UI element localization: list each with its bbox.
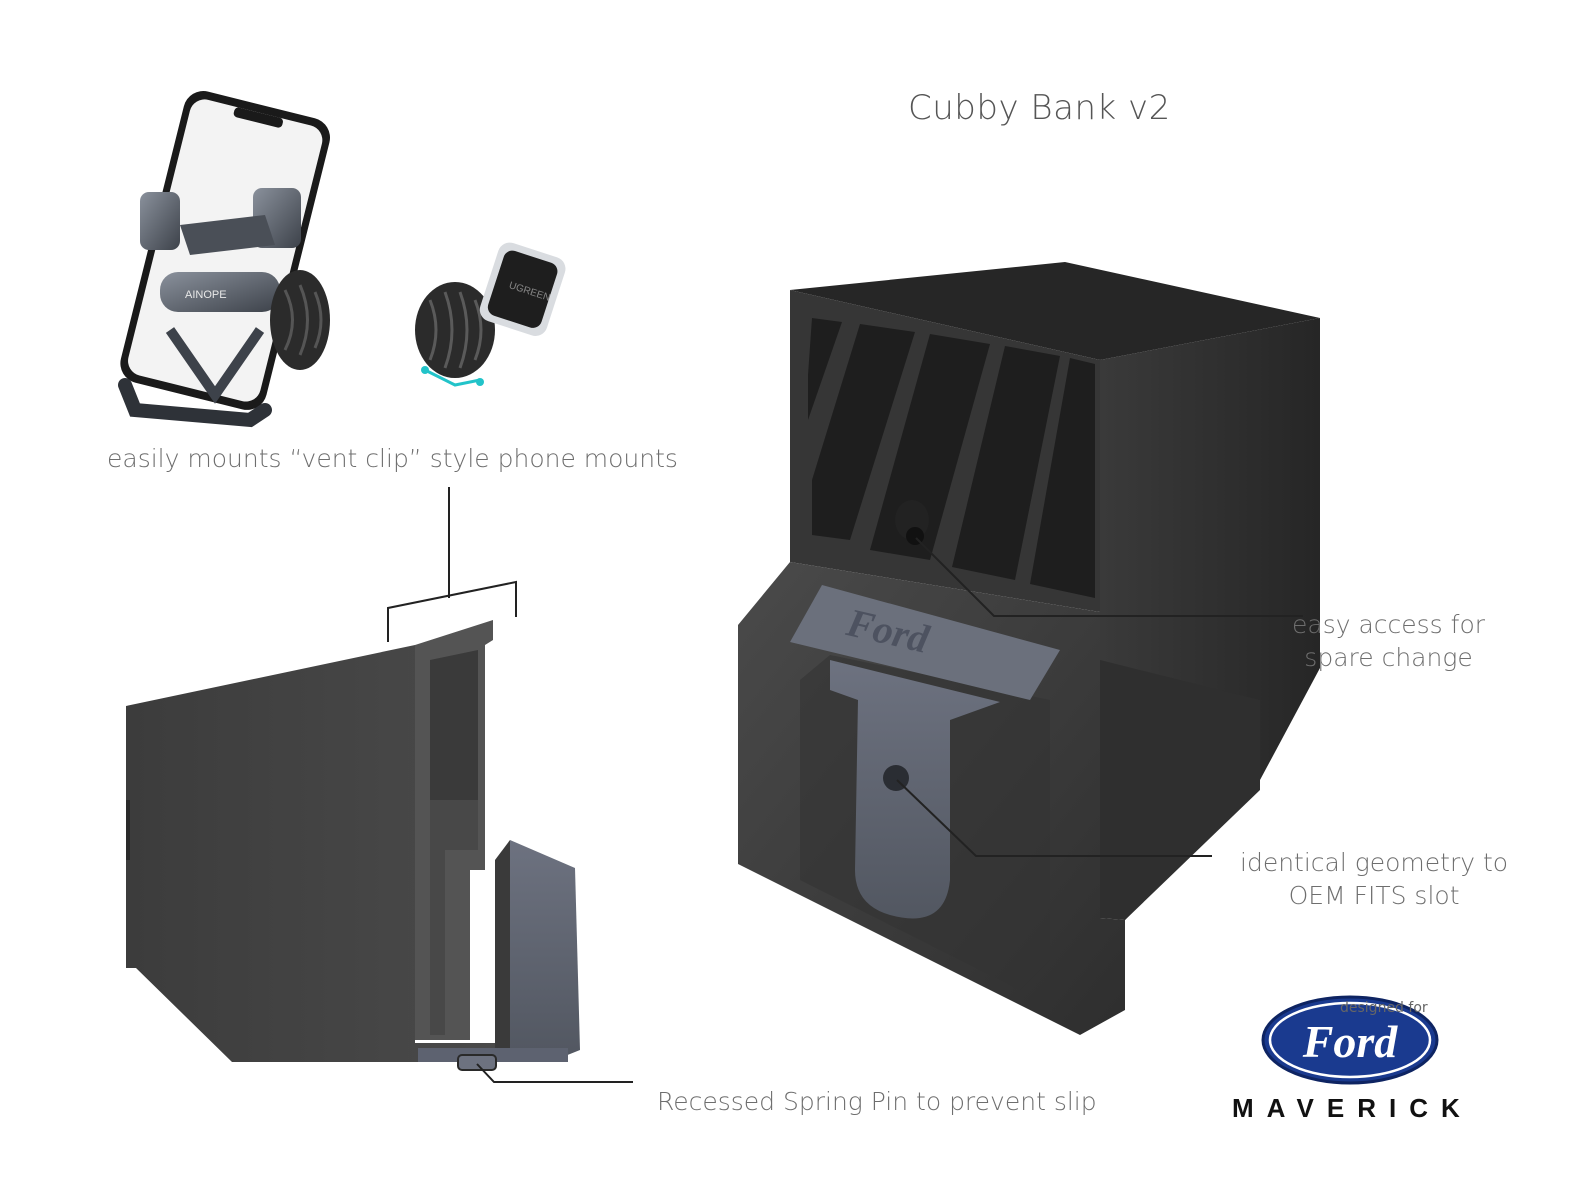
spare-change-line-1: easy access for [1292, 610, 1486, 639]
magnetic-phone-mount-image: UGREEN [415, 242, 566, 387]
spring-pin-caption: Recessed Spring Pin to prevent slip [657, 1087, 1097, 1116]
vent-clip-caption: easily mounts “vent clip” style phone mo… [107, 444, 678, 473]
spare-change-line-2: spare change [1304, 643, 1473, 672]
vent-clip-leader-line [387, 487, 517, 642]
ford-logo: Ford [1261, 995, 1439, 1085]
page-title: Cubby Bank v2 [908, 88, 1171, 128]
maverick-wordmark: MAVERICK [1232, 1093, 1473, 1123]
callout-leader-lines [476, 537, 1303, 1083]
gravity-phone-mount-image: AINOPE [118, 91, 331, 428]
ainope-logo-text: AINOPE [185, 289, 227, 301]
spare-change-caption: easy access for spare change [1292, 608, 1485, 674]
cubby-bank-render: Ford [738, 262, 1320, 1035]
oem-line-2: OEM FITS slot [1288, 881, 1460, 910]
cross-section-render [126, 620, 580, 1071]
ford-logo-text: Ford [1302, 1016, 1399, 1067]
oem-line-1: identical geometry to [1240, 848, 1509, 877]
designed-for-label: designed for [1340, 1000, 1428, 1016]
oem-geometry-caption: identical geometry to OEM FITS slot [1240, 846, 1508, 912]
